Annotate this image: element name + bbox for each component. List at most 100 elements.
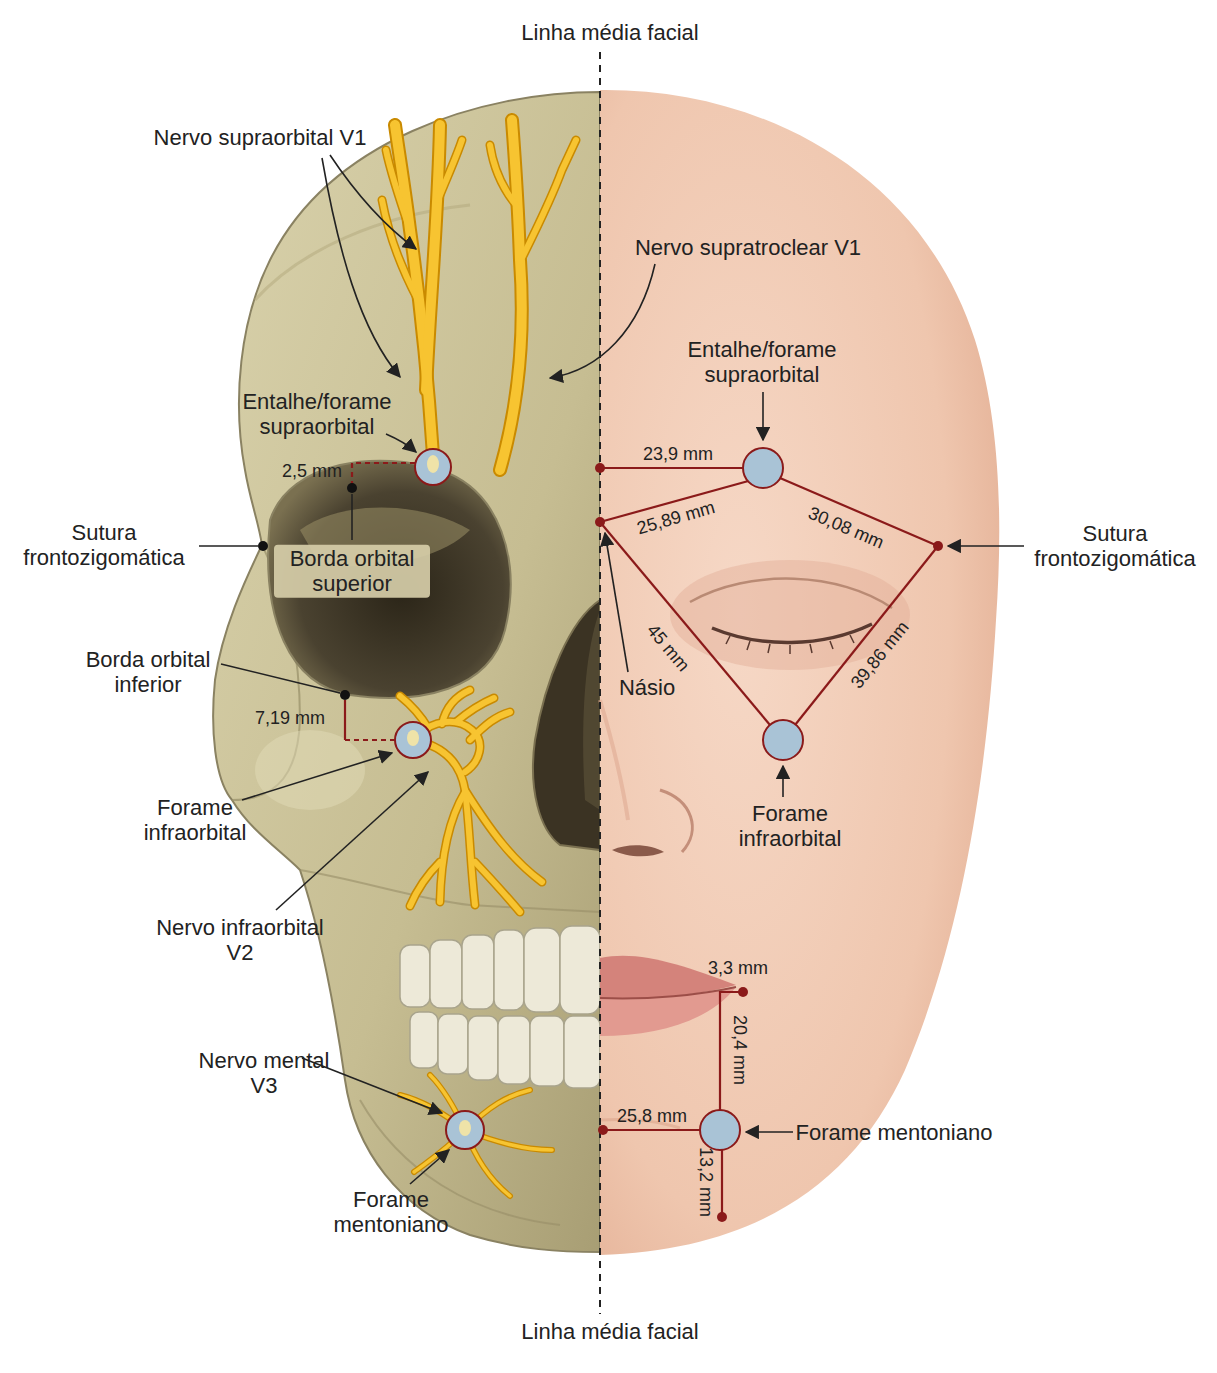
nerve xyxy=(470,712,510,740)
nerve xyxy=(520,140,576,262)
suture-label: Sutura frontozigomática xyxy=(1020,521,1210,572)
dimension-label: 2,5 mm xyxy=(282,461,342,482)
nerve xyxy=(440,792,465,902)
foramen xyxy=(763,720,803,760)
nerve xyxy=(456,698,494,722)
skull xyxy=(400,945,430,1007)
leader-line xyxy=(322,158,400,377)
leader-line xyxy=(948,545,1024,547)
foramen-label: Forame mentoniano xyxy=(316,1187,466,1238)
foramen-label: Forame mentoniano xyxy=(796,1120,993,1145)
face xyxy=(660,790,692,852)
nerve xyxy=(386,150,410,230)
leader-line xyxy=(330,155,416,249)
foramen xyxy=(743,448,783,488)
dimension-label: 30,08 mm xyxy=(805,503,887,553)
dimension-label: 20,4 mm xyxy=(730,1015,751,1085)
foramen-label: Entalhe/forame supraorbital xyxy=(667,337,857,388)
nerve-exit xyxy=(427,455,439,473)
foramen xyxy=(446,1111,484,1149)
nerve xyxy=(400,1075,552,1196)
skull xyxy=(530,1016,564,1086)
measurement-line xyxy=(795,546,938,725)
dimension-label: 7,19 mm xyxy=(255,708,325,729)
face xyxy=(690,579,892,608)
nerve xyxy=(410,862,440,906)
landmark-dot xyxy=(340,690,350,700)
nerve xyxy=(465,790,542,882)
leader-line xyxy=(242,753,392,800)
measurement-line xyxy=(603,1129,700,1131)
face xyxy=(600,987,736,998)
landmark-label: Borda orbital superior xyxy=(274,545,430,598)
landmark-label: Násio xyxy=(619,675,675,700)
measurement-line xyxy=(344,700,346,740)
foramen xyxy=(395,448,803,1150)
nerve-label: Nervo infraorbital V2 xyxy=(150,915,330,966)
landmark-dot xyxy=(258,541,268,551)
measurement-line xyxy=(721,1150,723,1215)
nerve xyxy=(410,862,440,906)
measurement-line xyxy=(600,522,770,725)
foramen-label: Entalhe/forame supraorbital xyxy=(222,389,412,440)
nerve xyxy=(426,125,440,390)
nerve xyxy=(475,862,520,912)
nerve xyxy=(382,140,576,300)
leader-line xyxy=(199,545,258,547)
dimension-label: 45 mm xyxy=(642,620,693,675)
skull xyxy=(560,926,600,1014)
leader-line xyxy=(605,533,628,672)
nerve xyxy=(475,862,520,912)
foramen-label: Forame infraorbital xyxy=(715,801,865,852)
skull xyxy=(462,935,494,1009)
landmark-label: Borda orbital inferior xyxy=(68,647,228,698)
measurement-line xyxy=(352,463,415,484)
measurement-line xyxy=(345,739,395,741)
midline xyxy=(599,52,601,1314)
nerve xyxy=(426,125,440,390)
suture-label: Sutura frontozigomática xyxy=(9,520,199,571)
face xyxy=(712,624,872,643)
foramen xyxy=(415,449,451,485)
face xyxy=(600,700,628,820)
nerve-label: Nervo supratroclear V1 xyxy=(635,235,861,260)
dimension-label: 3,3 mm xyxy=(708,958,768,979)
nerve xyxy=(500,120,522,470)
nerve xyxy=(400,1075,552,1196)
skull xyxy=(300,870,600,912)
measurement-dot xyxy=(595,463,605,473)
midline-label: Linha média facial xyxy=(521,20,698,45)
skull xyxy=(533,600,600,850)
leader-line xyxy=(762,392,764,440)
skull xyxy=(438,1014,468,1074)
dimension-label: 13,2 mm xyxy=(696,1147,717,1217)
leader-line xyxy=(746,1131,793,1133)
measurement-dot xyxy=(598,1125,608,1135)
dimension-label: 25,8 mm xyxy=(617,1106,687,1127)
skull xyxy=(255,730,365,810)
skull xyxy=(430,940,462,1008)
measurement-line xyxy=(345,463,938,1215)
nerve-label: Nervo supraorbital V1 xyxy=(154,125,367,150)
measurement-dot xyxy=(738,987,748,997)
skull xyxy=(564,1016,600,1088)
measurement-dot xyxy=(717,1212,727,1222)
measurement-line xyxy=(600,467,744,469)
nerve xyxy=(520,140,576,262)
leader-line xyxy=(221,664,340,693)
skull xyxy=(583,610,600,810)
skull xyxy=(400,926,600,1088)
landmark-dot xyxy=(347,483,357,493)
face xyxy=(726,635,854,654)
foramen-label: Forame infraorbital xyxy=(120,795,270,846)
nerve xyxy=(490,145,516,205)
nerve xyxy=(382,200,418,300)
nerve-label: Nervo mental V3 xyxy=(194,1048,334,1099)
face xyxy=(600,90,999,1255)
skull xyxy=(494,930,524,1010)
nerve-exit xyxy=(407,730,419,746)
face xyxy=(600,987,736,1036)
skull xyxy=(268,461,510,698)
